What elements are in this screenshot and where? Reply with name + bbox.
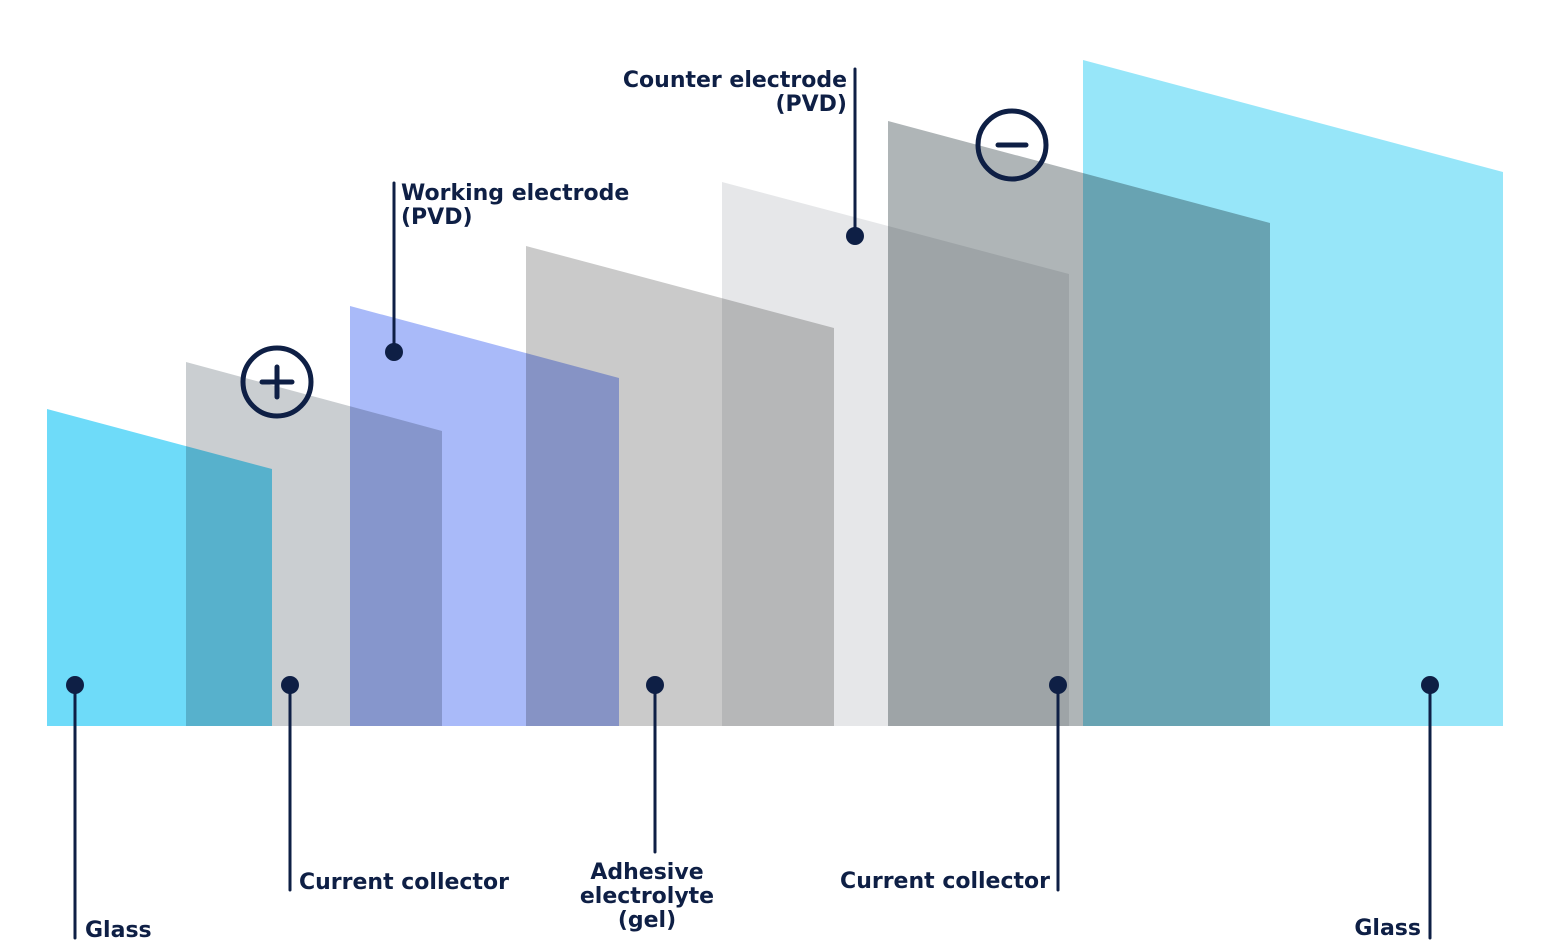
dot-glass-right — [1421, 676, 1439, 694]
label-glass-left: Glass — [85, 919, 152, 943]
label-adhesive-electrolyte-line2: electrolyte — [579, 884, 715, 909]
dot-glass-left — [66, 676, 84, 694]
minus-icon — [975, 108, 1049, 182]
label-adhesive-electrolyte-line3: (gel) — [617, 908, 677, 933]
label-counter-electrode-line2: (PVD) — [775, 92, 847, 117]
label-adhesive-electrolyte-line1: Adhesive — [590, 860, 704, 885]
label-working-electrode-line1: Working electrode — [401, 181, 630, 206]
plus-icon-ring — [240, 345, 314, 419]
label-working-electrode: Working electrode (PVD) — [401, 182, 629, 230]
dot-current-collector-left — [281, 676, 299, 694]
label-glass-right-text: Glass — [1354, 916, 1421, 941]
leader-lines — [73, 67, 1432, 940]
plus-icon — [240, 345, 314, 419]
dot-counter-electrode — [846, 227, 864, 245]
minus-icon-ring — [975, 108, 1049, 182]
label-glass-right: Glass — [1354, 917, 1421, 941]
label-glass-left-text: Glass — [85, 918, 152, 943]
dot-current-collector-right — [1049, 676, 1067, 694]
label-counter-electrode-line1: Counter electrode — [622, 68, 847, 93]
label-current-collector-right-text: Current collector — [840, 869, 1050, 894]
layer-glass-right — [1083, 60, 1503, 726]
label-adhesive-electrolyte: Adhesive electrolyte (gel) — [568, 861, 726, 933]
label-working-electrode-line2: (PVD) — [401, 205, 473, 230]
dot-working-electrode — [385, 343, 403, 361]
label-current-collector-left: Current collector — [299, 871, 509, 895]
label-current-collector-right: Current collector — [840, 870, 1050, 894]
label-current-collector-left-text: Current collector — [299, 870, 509, 895]
dot-adhesive-electrolyte — [646, 676, 664, 694]
leader-dots — [66, 227, 1439, 694]
label-counter-electrode: Counter electrode (PVD) — [623, 69, 847, 117]
